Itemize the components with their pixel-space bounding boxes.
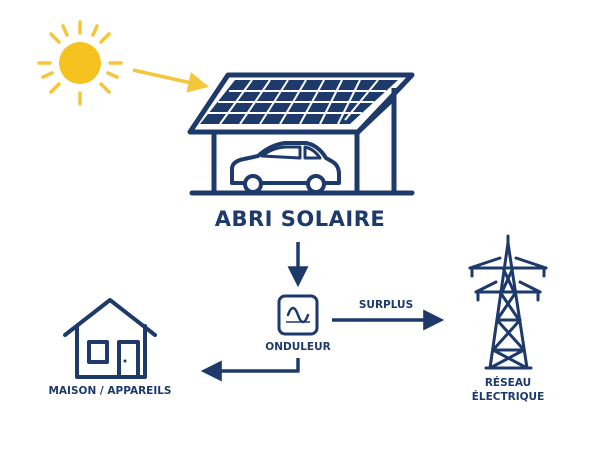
car-icon [230, 141, 341, 194]
sun-to-carport-arrow [132, 68, 210, 93]
inverter-to-house-arrow [200, 358, 300, 382]
sun-icon [37, 20, 123, 106]
grid-label-line1: RÉSEAU [484, 377, 532, 389]
surplus-edge-label: SURPLUS [358, 299, 414, 311]
inverter-icon [277, 294, 319, 336]
house-label: MAISON / APPAREILS [48, 385, 172, 397]
inverter-label: ONDULEUR [265, 341, 331, 353]
grid-label-line2: ÉLECTRIQUE [471, 391, 545, 403]
power-pylon-icon [468, 234, 548, 370]
house-icon [63, 298, 157, 379]
solar-carport-icon [187, 72, 415, 196]
carport-label: ABRI SOLAIRE [214, 207, 386, 231]
